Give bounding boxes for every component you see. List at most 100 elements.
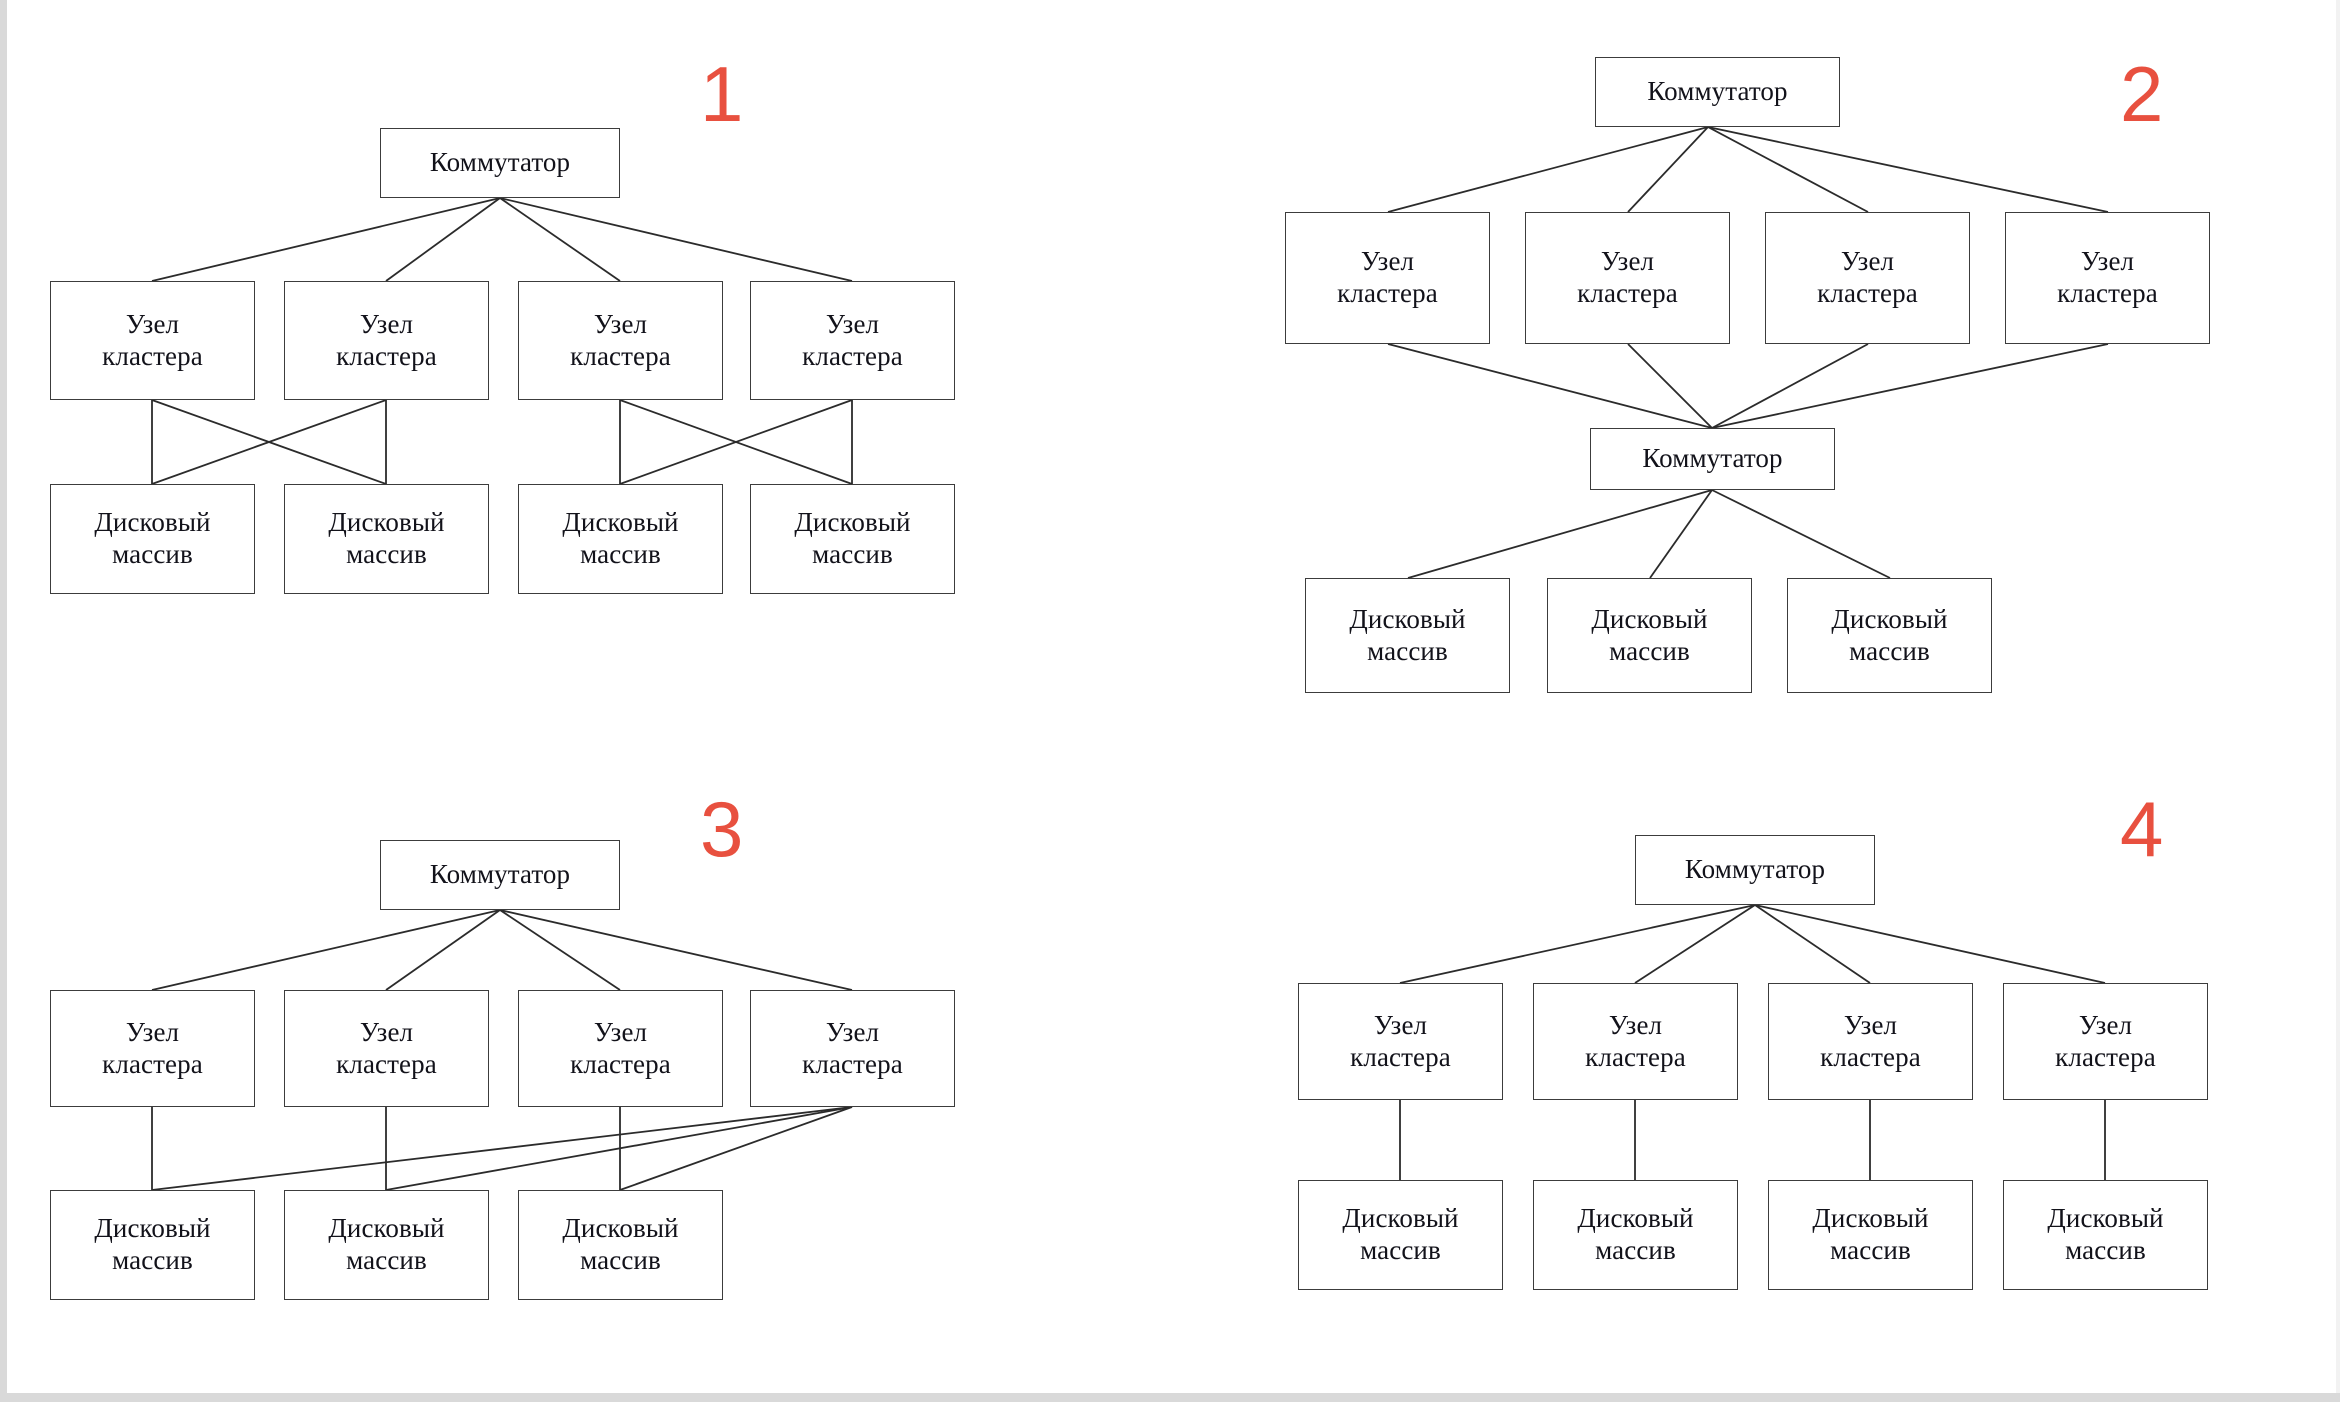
disk-array-label-line2: массив	[1595, 1235, 1676, 1265]
cluster-node-label-line2: кластера	[336, 1048, 437, 1079]
switch-label: Коммутатор	[429, 859, 571, 890]
disk-array-label-line1: Дисковый	[328, 507, 445, 538]
disk-array-label-line2: массив	[112, 539, 193, 569]
diagram-4-switch-1[interactable]: Коммутатор	[1635, 835, 1875, 905]
disk-array-label-line1: Дисковый	[1591, 603, 1708, 634]
cluster-node-label-line2: кластера	[1350, 1041, 1451, 1072]
diagram-3-switch-1[interactable]: Коммутатор	[380, 840, 620, 910]
cluster-node-label-line1: Узел	[2078, 1009, 2133, 1040]
disk-array-label-line1: Дисковый	[1342, 1203, 1459, 1234]
cluster-node-label-line2: кластера	[802, 1048, 903, 1079]
disk-array-label-line2: массив	[1367, 635, 1448, 666]
cluster-node-label-line1: Узел	[593, 1016, 648, 1047]
cluster-node-label-line1: Узел	[825, 1016, 880, 1047]
cluster-node-label-line1: Узел	[1600, 246, 1655, 277]
switch-label: Коммутатор	[429, 147, 571, 178]
diagram-1-connections	[151, 197, 853, 485]
disk-array-label-line2: массив	[1849, 635, 1930, 666]
disk-array-label-line1: Дисковый	[328, 1213, 445, 1244]
cluster-node-label-line2: кластера	[102, 340, 203, 371]
disk-array-label-line1: Дисковый	[94, 1213, 211, 1244]
diagram-1-switch-1[interactable]: Коммутатор	[380, 128, 620, 198]
cluster-node-label-line1: Узел	[2080, 246, 2135, 277]
disk-array-label-line1: Дисковый	[794, 507, 911, 538]
cluster-node-label-line2: кластера	[802, 340, 903, 371]
page-edge-right	[2336, 0, 2340, 1402]
cluster-node-label-line1: Узел	[593, 308, 648, 339]
disk-array-label-line2: массив	[1830, 1235, 1911, 1265]
cluster-node-label-line1: Узел	[359, 308, 414, 339]
disk-array-label-line1: Дисковый	[1812, 1203, 1929, 1234]
disk-array-label-line2: массив	[1609, 635, 1690, 666]
cluster-node-label-line1: Узел	[825, 308, 880, 339]
cluster-node-label-line1: Узел	[1360, 246, 1415, 277]
disk-array-label-line1: Дисковый	[1577, 1203, 1694, 1234]
cluster-node-label-line1: Узел	[359, 1016, 414, 1047]
switch-label: Коммутатор	[1684, 854, 1826, 885]
cluster-node-label-line2: кластера	[570, 340, 671, 371]
page-edge-bottom	[0, 1393, 2340, 1402]
diagram-2-connections	[1387, 126, 2109, 579]
cluster-node-label-line1: Узел	[125, 1016, 180, 1047]
diagram-4-connections	[1399, 904, 2106, 1180]
diagram-number-2: 2	[2120, 50, 2164, 138]
disk-array-label-line2: массив	[112, 1245, 193, 1275]
cluster-node-label-line2: кластера	[1337, 278, 1438, 308]
disk-array-label-line1: Дисковый	[562, 507, 679, 538]
page-edge-left	[0, 0, 7, 1402]
cluster-node-label-line2: кластера	[1820, 1041, 1921, 1072]
diagram-2-switch-1[interactable]: Коммутатор	[1595, 57, 1840, 127]
cluster-node-label-line1: Узел	[1843, 1009, 1898, 1040]
cluster-node-label-line2: кластера	[1817, 278, 1918, 308]
cluster-node-label-line2: кластера	[336, 340, 437, 371]
diagram-number-3: 3	[700, 785, 744, 873]
cluster-node-label-line1: Узел	[125, 308, 180, 339]
diagram-2-switch-2[interactable]: Коммутатор	[1590, 428, 1835, 490]
disk-array-label-line2: массив	[2065, 1235, 2146, 1265]
switch-label: Коммутатор	[1647, 76, 1788, 107]
cluster-node-label-line1: Узел	[1608, 1009, 1663, 1040]
disk-array-label-line1: Дисковый	[1831, 603, 1948, 634]
disk-array-label-line2: массив	[346, 539, 427, 569]
disk-array-label-line1: Дисковый	[1349, 603, 1466, 634]
cluster-node-label-line1: Узел	[1840, 246, 1895, 277]
cluster-node-label-line2: кластера	[570, 1048, 671, 1079]
disk-array-label-line1: Дисковый	[94, 507, 211, 538]
cluster-node-label-line2: кластера	[2057, 278, 2158, 308]
cluster-node-label-line2: кластера	[102, 1048, 203, 1079]
